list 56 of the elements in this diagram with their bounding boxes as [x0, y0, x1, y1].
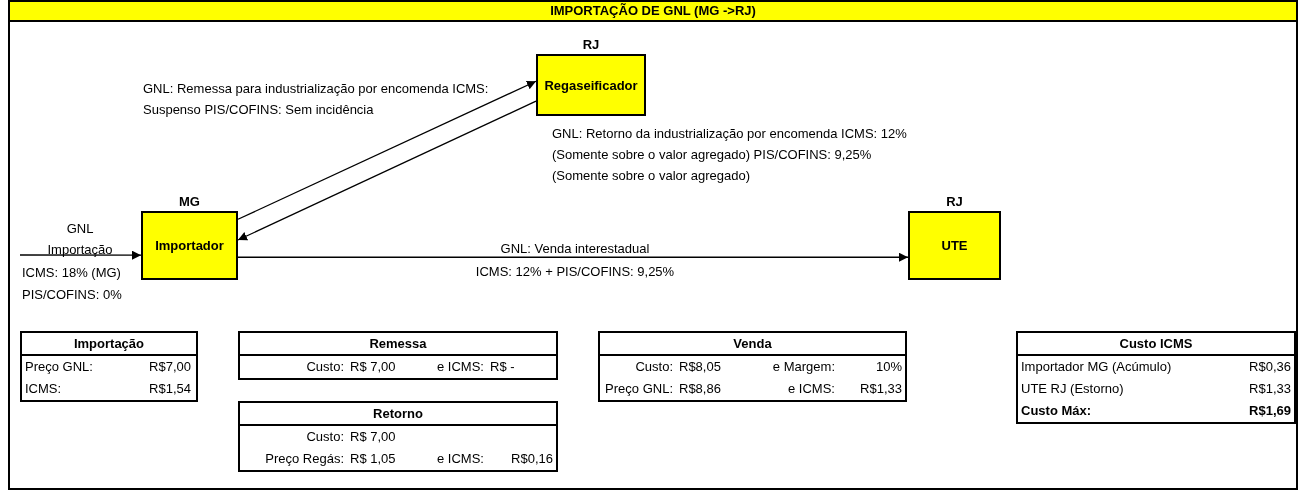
edge-label: GNL: Venda interestadual: [499, 240, 651, 258]
title-bar: IMPORTAÇÃO DE GNL (MG ->RJ): [8, 0, 1298, 22]
row-label: ICMS:: [24, 380, 63, 398]
edge-label: GNL Importação: [46, 220, 114, 259]
row-label: Custo:: [305, 428, 345, 446]
row-label: Custo Máx:: [1020, 402, 1093, 420]
value-text: R$1,69: [1248, 402, 1292, 420]
note-text: PIS/COFINS: 0%: [22, 286, 122, 304]
summary-table: [20, 331, 198, 402]
table-heading: Venda: [600, 333, 905, 356]
table-heading: Custo ICMS: [1018, 333, 1294, 356]
value-text: e ICMS:: [436, 358, 485, 376]
value-text: R$1,33: [1248, 380, 1292, 398]
table-heading: Importação: [22, 333, 196, 356]
edge-label: GNL: Remessa para industrialização por encomenda ICMS: Suspenso PIS/COFINS: Sem incidência: [143, 80, 490, 119]
row-label: Importador MG (Acúmulo): [1020, 358, 1173, 376]
summary-table: [598, 331, 907, 402]
value-text: R$0,16: [510, 450, 554, 468]
box-label: UTE: [941, 238, 968, 253]
value-text: R$ 7,00: [349, 428, 397, 446]
value-text: R$ -: [489, 358, 516, 376]
value-text: R$1,54: [148, 380, 192, 398]
row-label: Preço Regás:: [264, 450, 345, 468]
arrow: [19, 250, 142, 260]
value-text: R$7,00: [148, 358, 192, 376]
summary-table: [238, 331, 558, 380]
value-text: R$0,36: [1248, 358, 1292, 376]
table-heading: Remessa: [240, 333, 556, 356]
summary-table: [238, 401, 558, 472]
row-label: Preço GNL:: [604, 380, 674, 398]
value-text: R$ 1,05: [349, 450, 397, 468]
value-text: e ICMS:: [787, 380, 836, 398]
row-label: Custo:: [634, 358, 674, 376]
note-text: ICMS: 18% (MG): [22, 264, 121, 282]
value-text: R$ 7,00: [349, 358, 397, 376]
value-text: R$8,86: [678, 380, 722, 398]
note-text: ICMS: 12% + PIS/COFINS: 9,25%: [474, 263, 676, 281]
edge-label: GNL: Retorno da industrialização por encomenda ICMS: 12% (Somente sobre o valor agregado) PIS/COFINS: 9,25% (Somente sobre o valor agregado): [552, 125, 908, 185]
box-label: Importador: [155, 238, 224, 253]
summary-table: [1016, 331, 1296, 424]
row-label: Preço GNL:: [24, 358, 94, 376]
arrow: [237, 80, 537, 220]
arrow: [237, 100, 537, 241]
value-text: R$1,33: [859, 380, 903, 398]
row-label: UTE RJ (Estorno): [1020, 380, 1125, 398]
box-label: Regaseificador: [544, 77, 638, 93]
arrow: [237, 252, 909, 262]
state-label: RJ: [581, 37, 601, 52]
value-text: R$8,05: [678, 358, 722, 376]
table-heading: Retorno: [240, 403, 556, 426]
state-label: MG: [178, 194, 201, 209]
value-text: e ICMS:: [436, 450, 485, 468]
row-label: Custo:: [305, 358, 345, 376]
value-text: 10%: [874, 358, 903, 376]
state-label: RJ: [945, 194, 964, 209]
value-text: e Margem:: [771, 358, 836, 376]
